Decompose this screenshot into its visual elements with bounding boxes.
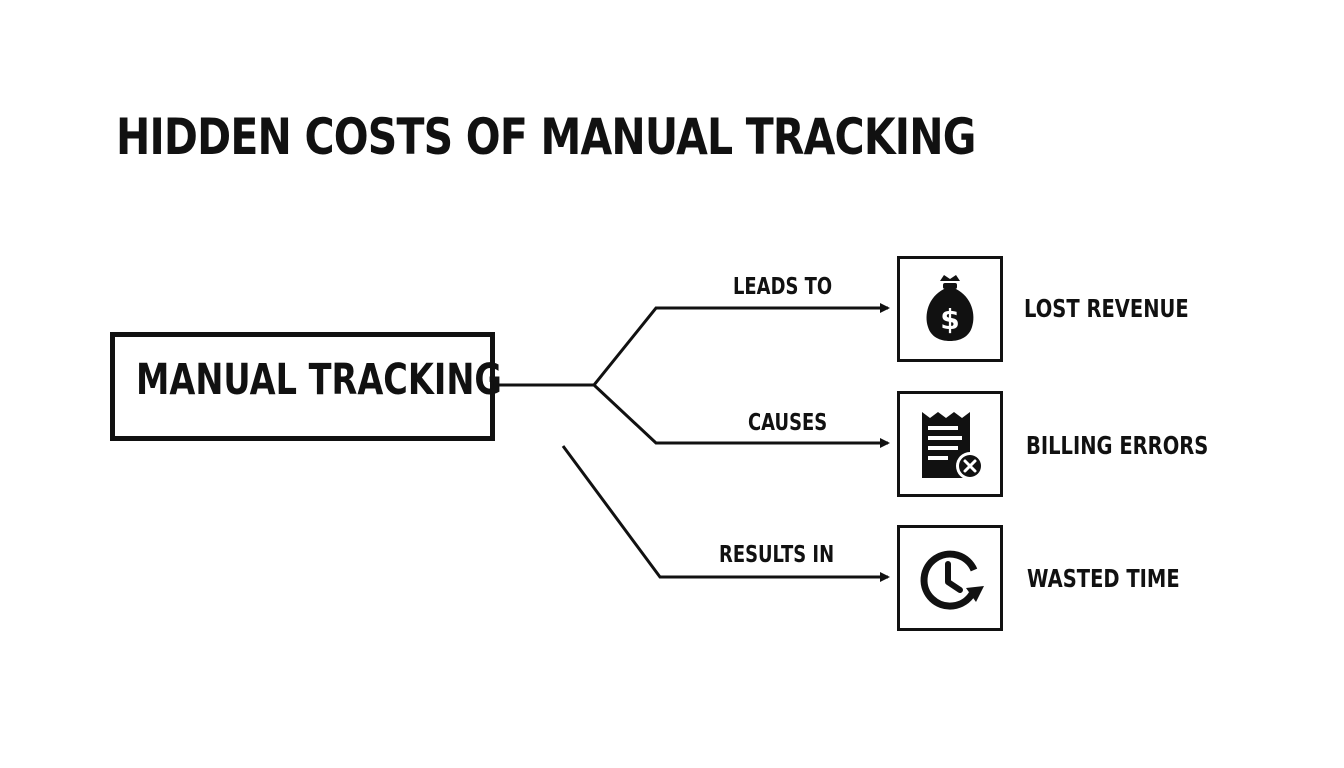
svg-text:$: $ bbox=[940, 303, 959, 336]
billing-errors-node bbox=[897, 391, 1003, 497]
money-bag-icon: $ bbox=[926, 275, 974, 341]
outcome-label-lost-revenue: LOST REVENUE bbox=[1024, 294, 1189, 323]
source-node-label: MANUAL TRACKING bbox=[136, 355, 502, 405]
branch-line-wasted-time bbox=[561, 445, 890, 582]
lost-revenue-node: $ bbox=[897, 256, 1003, 362]
edge-label-leads-to: LEADS TO bbox=[733, 274, 833, 300]
branch-line-billing-errors bbox=[592, 383, 890, 448]
source-node bbox=[110, 332, 495, 441]
outcome-label-wasted-time: WASTED TIME bbox=[1027, 564, 1180, 593]
clock-icon bbox=[920, 550, 984, 610]
edge-label-causes: CAUSES bbox=[748, 410, 828, 436]
branch-line-lost-revenue bbox=[592, 303, 890, 386]
page-title: HIDDEN COSTS OF MANUAL TRACKING bbox=[116, 108, 976, 166]
receipt-error-icon bbox=[922, 412, 984, 480]
edge-label-results-in: RESULTS IN bbox=[719, 542, 835, 568]
outcome-label-billing-errors: BILLING ERRORS bbox=[1026, 431, 1209, 460]
wasted-time-node bbox=[897, 525, 1003, 631]
